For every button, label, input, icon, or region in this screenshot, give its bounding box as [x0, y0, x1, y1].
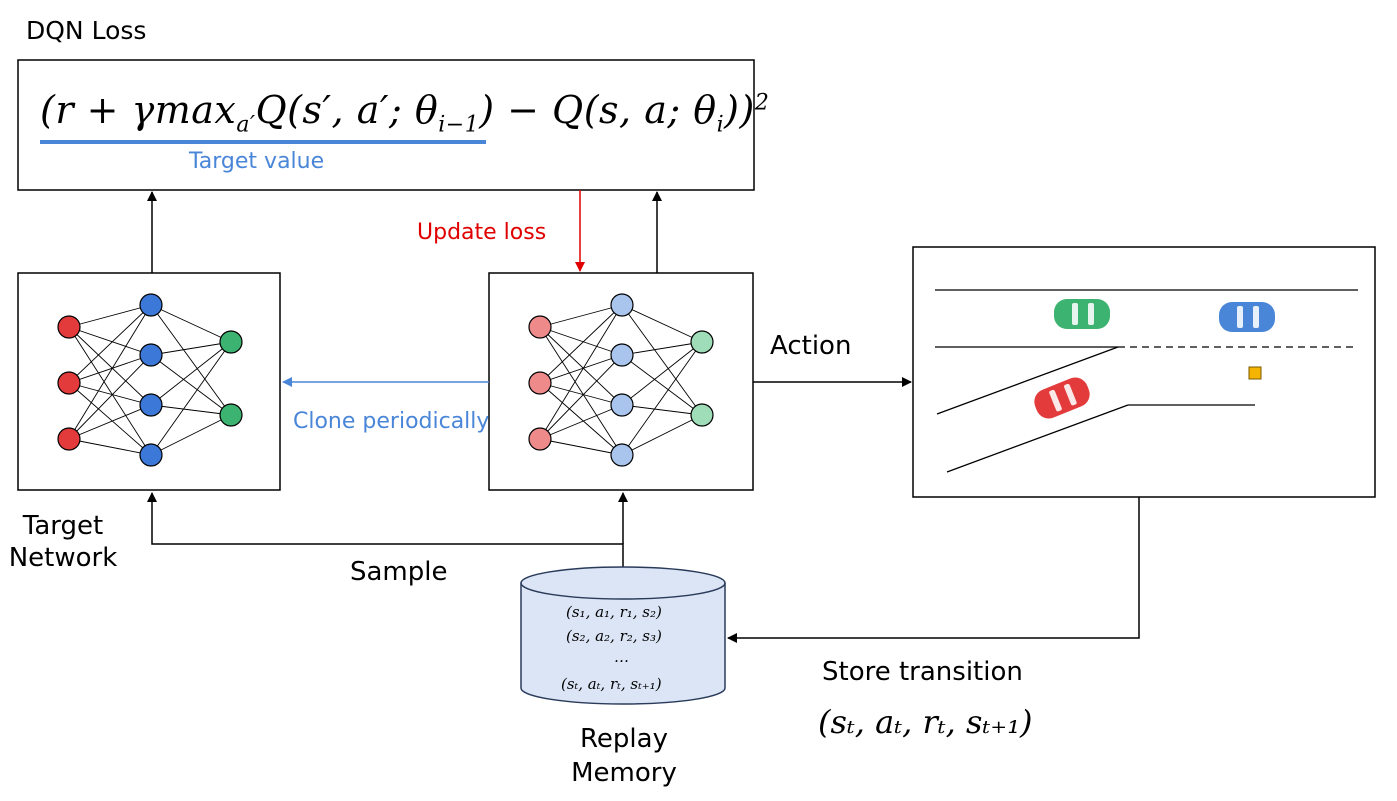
target-net-edge	[150, 341, 232, 356]
target-net-hidden-node	[139, 393, 163, 417]
online-net-edge	[539, 382, 623, 456]
online-net-hidden-node	[610, 393, 634, 417]
loss-box	[17, 59, 755, 191]
online-net-output-node	[690, 403, 714, 427]
ramp-upper	[936, 346, 1119, 415]
target-value-label: Target value	[189, 149, 325, 174]
online-net-edge	[621, 341, 703, 356]
store-transition-label: Store transition	[822, 657, 1023, 687]
target-net-edge	[150, 341, 232, 406]
online-net-edge	[621, 354, 703, 416]
action-label: Action	[770, 331, 852, 361]
online-net-edge	[621, 414, 703, 456]
sample-label: Sample	[350, 557, 448, 587]
environment-box	[912, 246, 1376, 498]
memory-entry-1: (s₁, a₁, r₁, s₂)	[566, 603, 662, 621]
online-net-edge	[539, 382, 623, 406]
target-net-edge	[150, 304, 232, 416]
blue-car-icon	[1219, 302, 1275, 332]
target-net-hidden-node	[139, 443, 163, 467]
online-net-edge	[539, 326, 623, 406]
target-network-label: Target Network	[8, 511, 118, 573]
online-net-input-node	[528, 371, 552, 395]
target-net-edge	[150, 404, 232, 416]
online-net-edge	[539, 304, 623, 440]
target-network-graph	[57, 293, 243, 467]
target-net-hidden-node	[139, 293, 163, 317]
online-net-edge	[621, 341, 703, 406]
target-net-input-node	[57, 371, 81, 395]
online-net-input-node	[528, 427, 552, 451]
online-net-edge	[621, 304, 703, 343]
green-car-icon	[1054, 299, 1110, 329]
target-net-output-node	[219, 403, 243, 427]
online-net-hidden-node	[610, 343, 634, 367]
online-net-edge	[539, 326, 623, 356]
target-net-edge	[68, 354, 152, 384]
target-net-edge	[68, 326, 152, 456]
loss-title: DQN Loss	[26, 16, 147, 45]
target-net-edge	[150, 304, 232, 343]
update-loss-label: Update loss	[417, 220, 547, 245]
online-net-edge	[539, 404, 623, 440]
online-net-hidden-node	[610, 443, 634, 467]
clone-periodically-label: Clone periodically	[293, 409, 490, 434]
target-net-edge	[68, 438, 152, 456]
road-scene	[935, 289, 1358, 473]
online-net-input-node	[528, 315, 552, 339]
target-net-edge	[68, 382, 152, 456]
online-net-output-node	[690, 330, 714, 354]
online-net-edge	[621, 404, 703, 416]
dqn-loss-formula: (r + γmaxa′Q(s′, a′; θi−1) − Q(s, a; θi)…	[40, 88, 770, 138]
online-net-edge	[539, 354, 623, 384]
store-transition-tuple: (sₜ, aₜ, rₜ, sₜ₊₁)	[818, 703, 1033, 741]
target-net-edge	[68, 304, 152, 440]
target-net-edge	[68, 382, 152, 406]
target-net-output-node	[219, 330, 243, 354]
target-net-hidden-node	[139, 343, 163, 367]
target-net-edge	[68, 304, 152, 384]
target-net-edge	[68, 404, 152, 440]
ramp-lower	[946, 404, 1129, 473]
online-net-hidden-node	[610, 293, 634, 317]
arrow-store-transition	[727, 497, 1140, 643]
merge-marker-icon	[1248, 366, 1262, 380]
target-net-input-node	[57, 427, 81, 451]
memory-entry-2: (s₂, a₂, r₂, s₃)	[566, 627, 662, 645]
online-net-edge	[539, 438, 623, 456]
target-net-edge	[68, 326, 152, 356]
red-car-icon	[1034, 377, 1090, 419]
target-net-input-node	[57, 315, 81, 339]
target-net-edge	[150, 414, 232, 456]
online-net-edge	[539, 304, 623, 328]
target-net-edge	[150, 341, 232, 456]
memory-entry-ellipsis: …	[614, 648, 629, 666]
online-net-edge	[621, 341, 703, 456]
target-net-edge	[68, 326, 152, 406]
memory-entry-t: (sₜ, aₜ, rₜ, sₜ₊₁)	[561, 675, 662, 693]
replay-memory-label: Replay Memory	[571, 724, 677, 788]
online-net-edge	[539, 354, 623, 440]
target-net-edge	[68, 304, 152, 328]
online-network-graph	[528, 293, 714, 467]
target-net-edge	[150, 354, 232, 416]
online-net-edge	[539, 304, 623, 384]
replay-memory-cylinder	[520, 566, 726, 705]
target-net-edge	[68, 354, 152, 440]
arrow-sample-to-target	[147, 492, 624, 568]
online-net-edge	[539, 326, 623, 456]
online-net-edge	[621, 304, 703, 416]
